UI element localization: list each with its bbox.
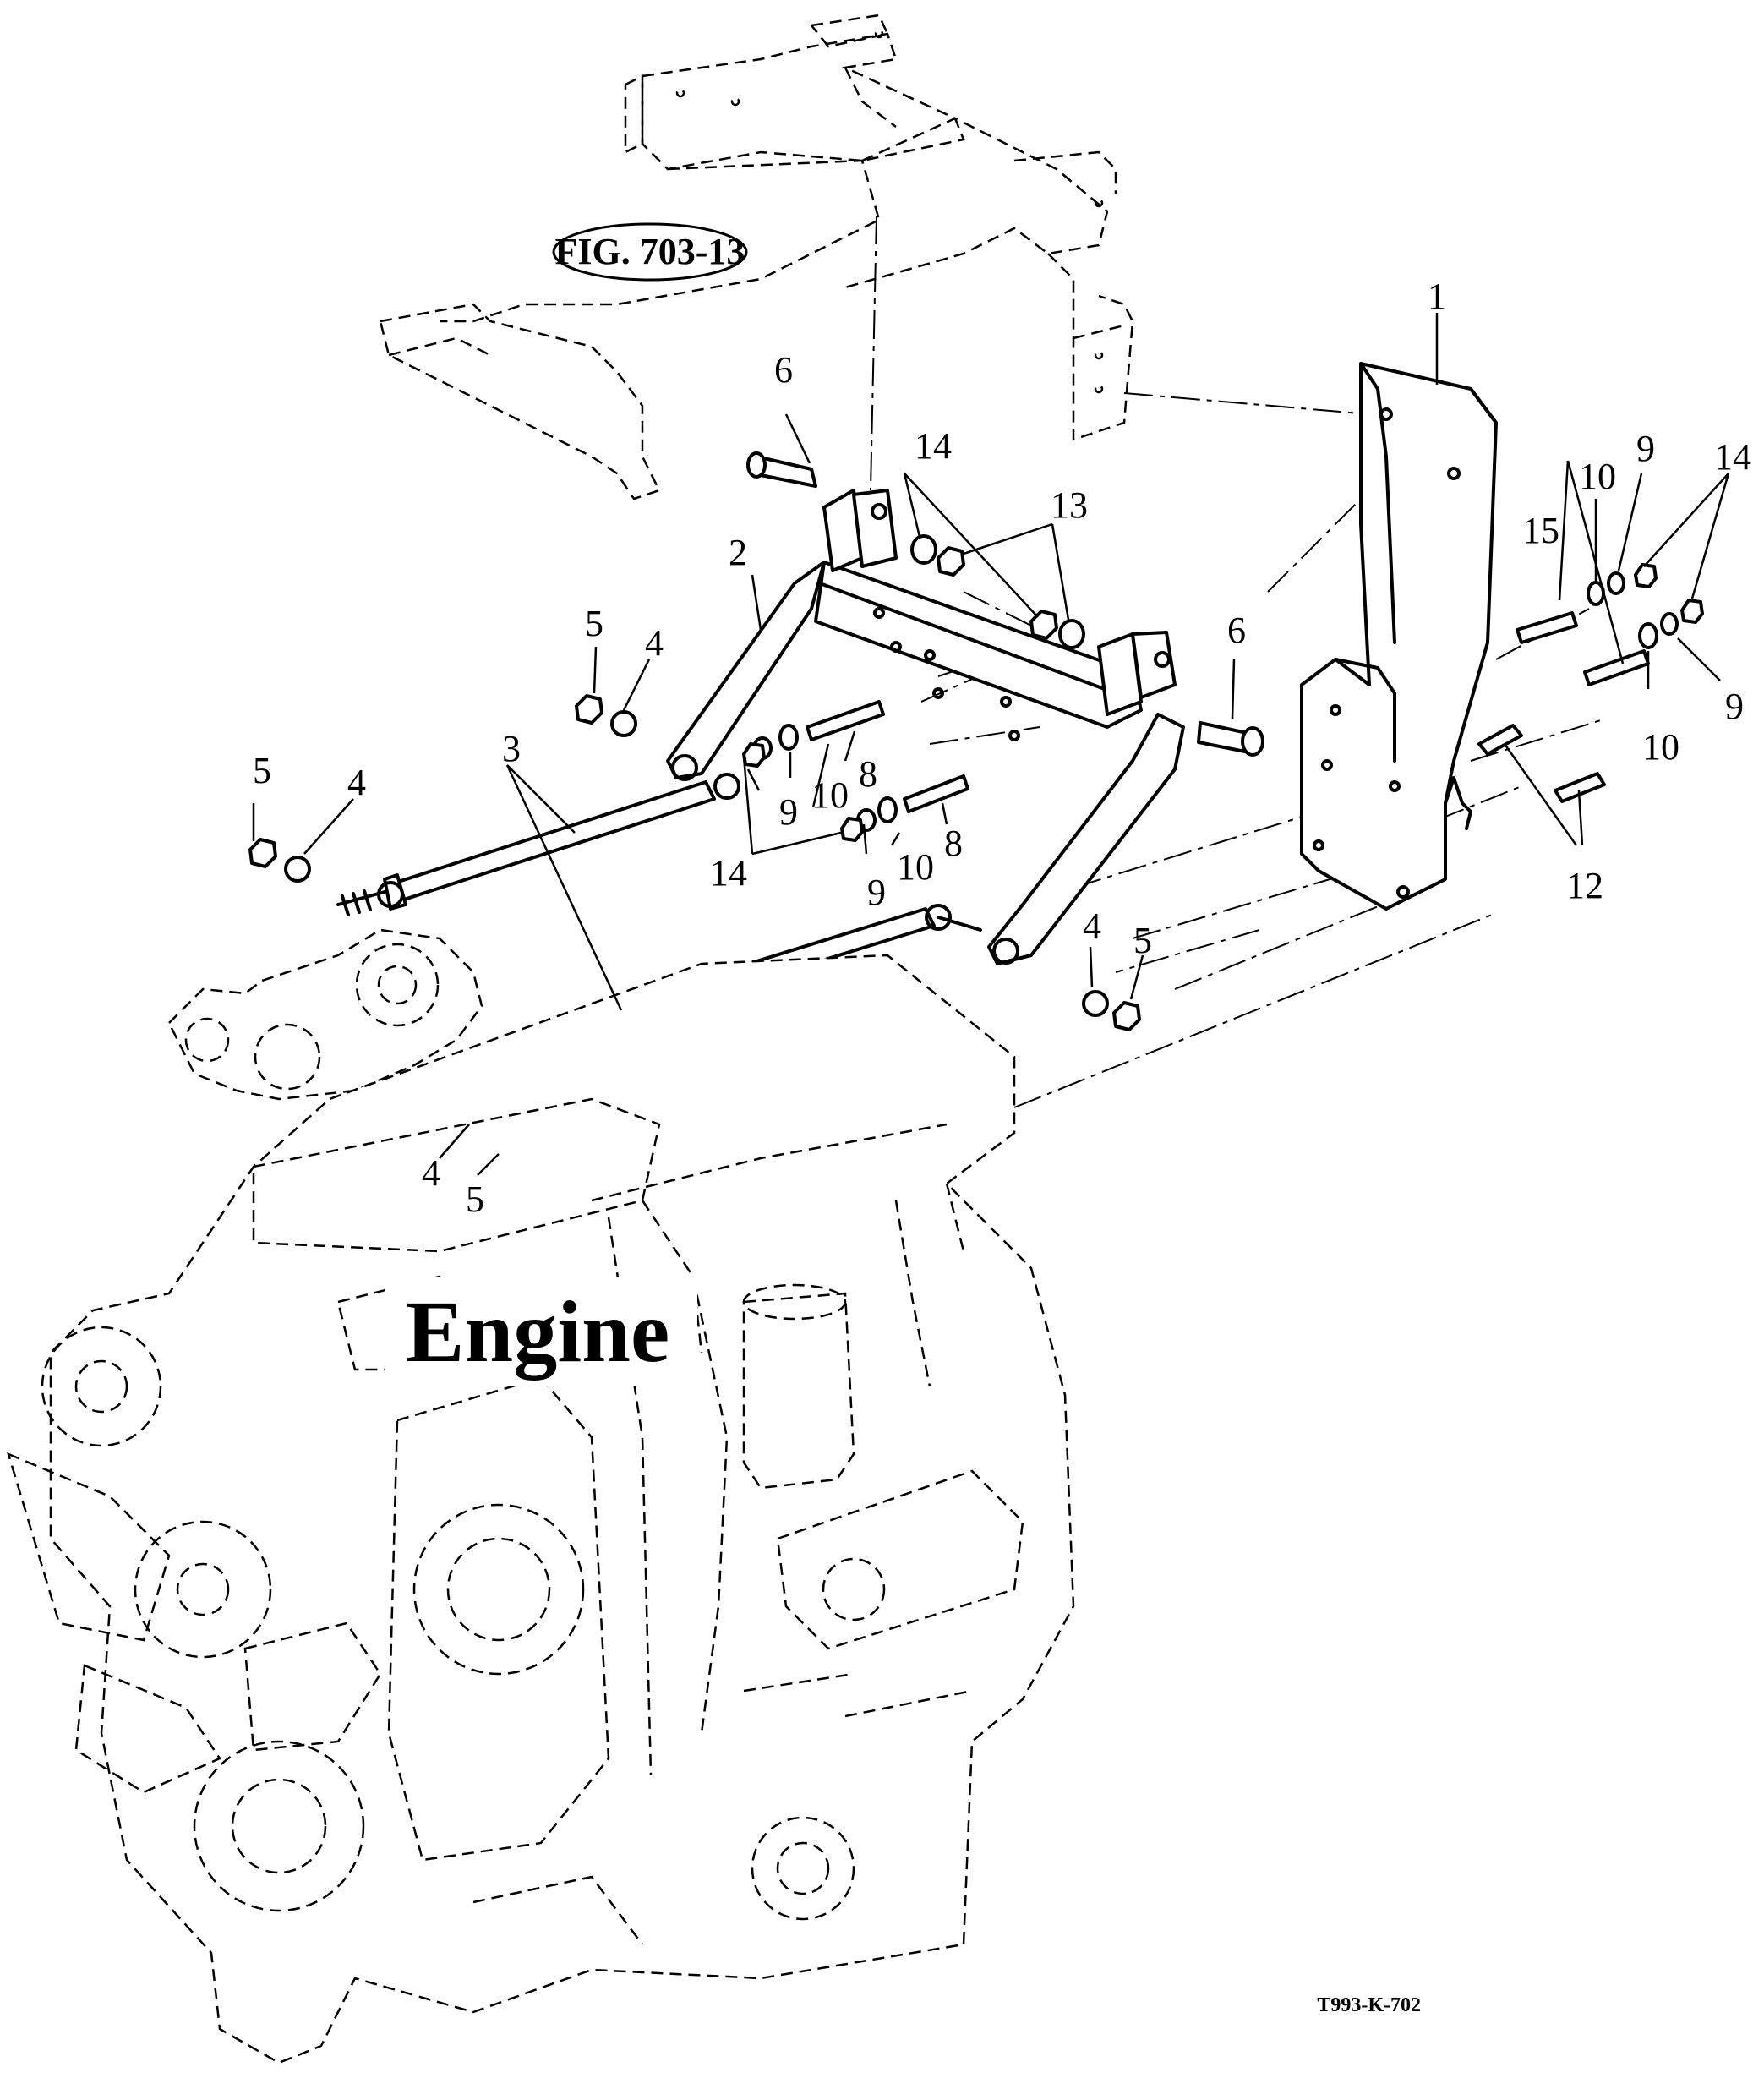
side-bracket-part-1	[1300, 362, 1498, 911]
upper-frame-phantom	[379, 14, 1134, 500]
callout-9-upper: 9	[779, 791, 798, 833]
callout-4-lower: 4	[422, 1152, 440, 1194]
callout-3: 3	[502, 728, 521, 769]
callout-11: 12	[1566, 865, 1603, 906]
callout-6-right: 6	[1227, 610, 1246, 651]
callout-numbers: 1 2 3 4 5 5 4 6 14 13 6 8 9 10 14 14 9 1…	[253, 276, 1751, 1220]
callout-9-right-bottom: 9	[1725, 686, 1744, 727]
mount-bracket-part-2	[666, 489, 1185, 965]
engine-label: Engine	[406, 1283, 669, 1381]
callout-4-right: 4	[1083, 905, 1101, 947]
leader-lines	[252, 313, 1730, 1176]
callout-1: 1	[1428, 276, 1446, 317]
callout-4-top: 4	[645, 622, 664, 664]
callout-8-upper: 8	[859, 753, 877, 795]
callout-2: 2	[729, 532, 747, 573]
callout-6-top: 6	[774, 349, 793, 391]
callout-9-lower: 9	[867, 872, 886, 913]
engine-phantom	[7, 928, 1075, 2064]
callout-12: 13	[1051, 484, 1088, 526]
callout-10-right-bottom: 10	[1642, 726, 1679, 768]
callout-4-left: 4	[347, 762, 366, 803]
callout-13: 14	[915, 425, 952, 467]
figure-reference-text: FIG. 703-13	[555, 231, 745, 272]
callout-10-right-top: 10	[1579, 456, 1616, 497]
callout-5-top: 5	[585, 603, 603, 644]
callout-8-lower: 8	[944, 823, 963, 864]
stay-rod-upper	[336, 773, 740, 916]
callout-10-lower: 10	[897, 846, 934, 888]
callout-5-lower: 5	[466, 1179, 484, 1220]
callout-14-right: 14	[1714, 436, 1751, 478]
document-id: T993-K-702	[1317, 1994, 1421, 2016]
callout-15: 15	[1522, 510, 1559, 551]
callout-14-mid: 14	[710, 852, 747, 894]
figure-reference-callout: FIG. 703-13	[552, 222, 748, 282]
callout-10-upper: 10	[811, 774, 849, 816]
engine-label-background	[385, 1277, 697, 1386]
callout-9-right-top: 9	[1636, 428, 1655, 469]
fasteners	[248, 451, 1704, 1162]
callout-5-right: 5	[1133, 920, 1152, 961]
callout-5-left: 5	[253, 750, 271, 791]
